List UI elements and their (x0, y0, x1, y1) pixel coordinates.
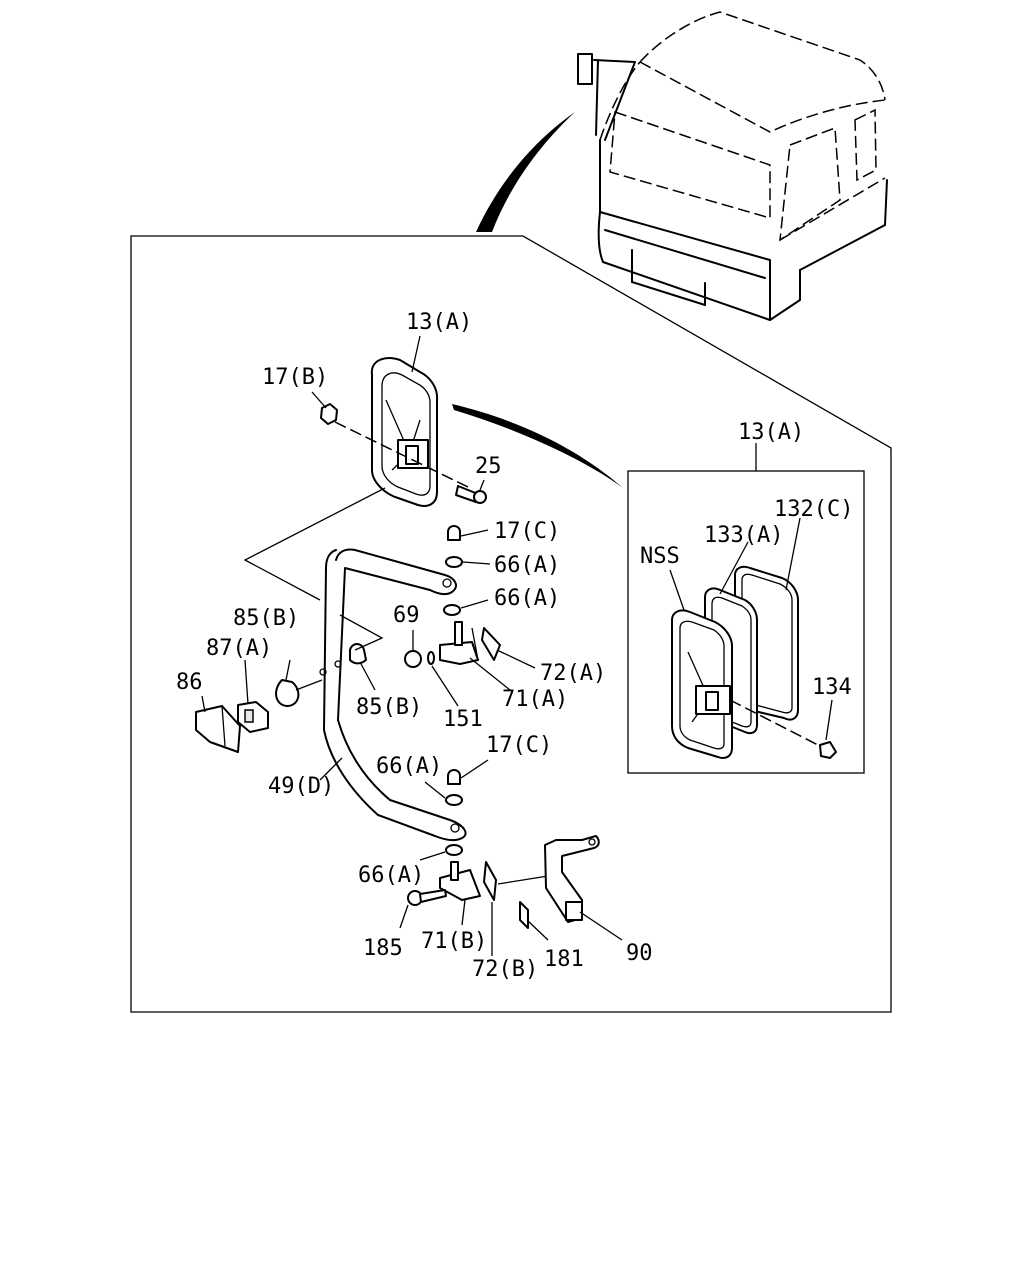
label-13a: 13(A) (406, 310, 472, 335)
washer-66a-1 (445, 556, 463, 568)
label-90: 90 (626, 941, 653, 966)
plug-85b-mid (349, 643, 367, 665)
bracket-71b (439, 861, 481, 901)
label-inset-132c: 132(C) (774, 497, 853, 522)
washer-66a-4 (445, 844, 463, 856)
label-25: 25 (475, 454, 502, 479)
label-71b: 71(B) (421, 929, 487, 954)
label-inset-133a: 133(A) (704, 523, 783, 548)
bracket-71a (439, 621, 479, 665)
label-151: 151 (443, 707, 483, 732)
washer-66a-3 (445, 794, 463, 806)
label-17c-top: 17(C) (494, 519, 560, 544)
label-86: 86 (176, 670, 203, 695)
label-66a-2: 66(A) (494, 586, 560, 611)
label-85b-mid: 85(B) (356, 695, 422, 720)
bolt-185 (407, 889, 447, 906)
plate-72b (483, 861, 497, 901)
inset-box (627, 470, 865, 774)
diagram-frame (130, 235, 892, 1013)
label-17c-low: 17(C) (486, 733, 552, 758)
clip-87a (237, 701, 269, 733)
label-87a: 87(A) (206, 636, 272, 661)
label-inset-nss: NSS (640, 544, 680, 569)
label-66a-4: 66(A) (358, 863, 424, 888)
nut-69 (404, 650, 422, 668)
label-66a-3: 66(A) (376, 754, 442, 779)
label-72b: 72(B) (472, 957, 538, 982)
plate-72a (481, 627, 501, 661)
ring-151 (427, 651, 435, 665)
cap-17c-top (447, 525, 461, 541)
mirror-assembly (370, 357, 439, 507)
inset-mirror-assembly (671, 565, 837, 759)
mirror-stay-49d (319, 548, 467, 842)
plug-85b-left (275, 679, 300, 707)
inset-pointer (452, 404, 623, 488)
label-85b-left: 85(B) (233, 606, 299, 631)
washer-66a-2 (443, 604, 461, 616)
label-71a: 71(A) (502, 687, 568, 712)
label-72a: 72(A) (540, 661, 606, 686)
part-labels: 13(A) 17(B) 25 17(C) 66(A) 66(A) 69 72(A… (176, 310, 853, 982)
label-inset-134: 134 (812, 675, 852, 700)
nut-17b (320, 403, 338, 425)
label-69: 69 (393, 603, 420, 628)
label-181: 181 (544, 947, 584, 972)
truck-cab-illustration (476, 11, 888, 321)
label-66a-1: 66(A) (494, 553, 560, 578)
pad-181 (519, 901, 529, 929)
label-49d: 49(D) (268, 774, 334, 799)
label-17b: 17(B) (262, 365, 328, 390)
label-185: 185 (363, 936, 403, 961)
lamp-86 (195, 705, 241, 753)
bracket-90 (544, 835, 600, 923)
label-inset-13a: 13(A) (738, 420, 804, 445)
cap-17c-low (447, 769, 461, 785)
screw-25 (455, 485, 487, 504)
